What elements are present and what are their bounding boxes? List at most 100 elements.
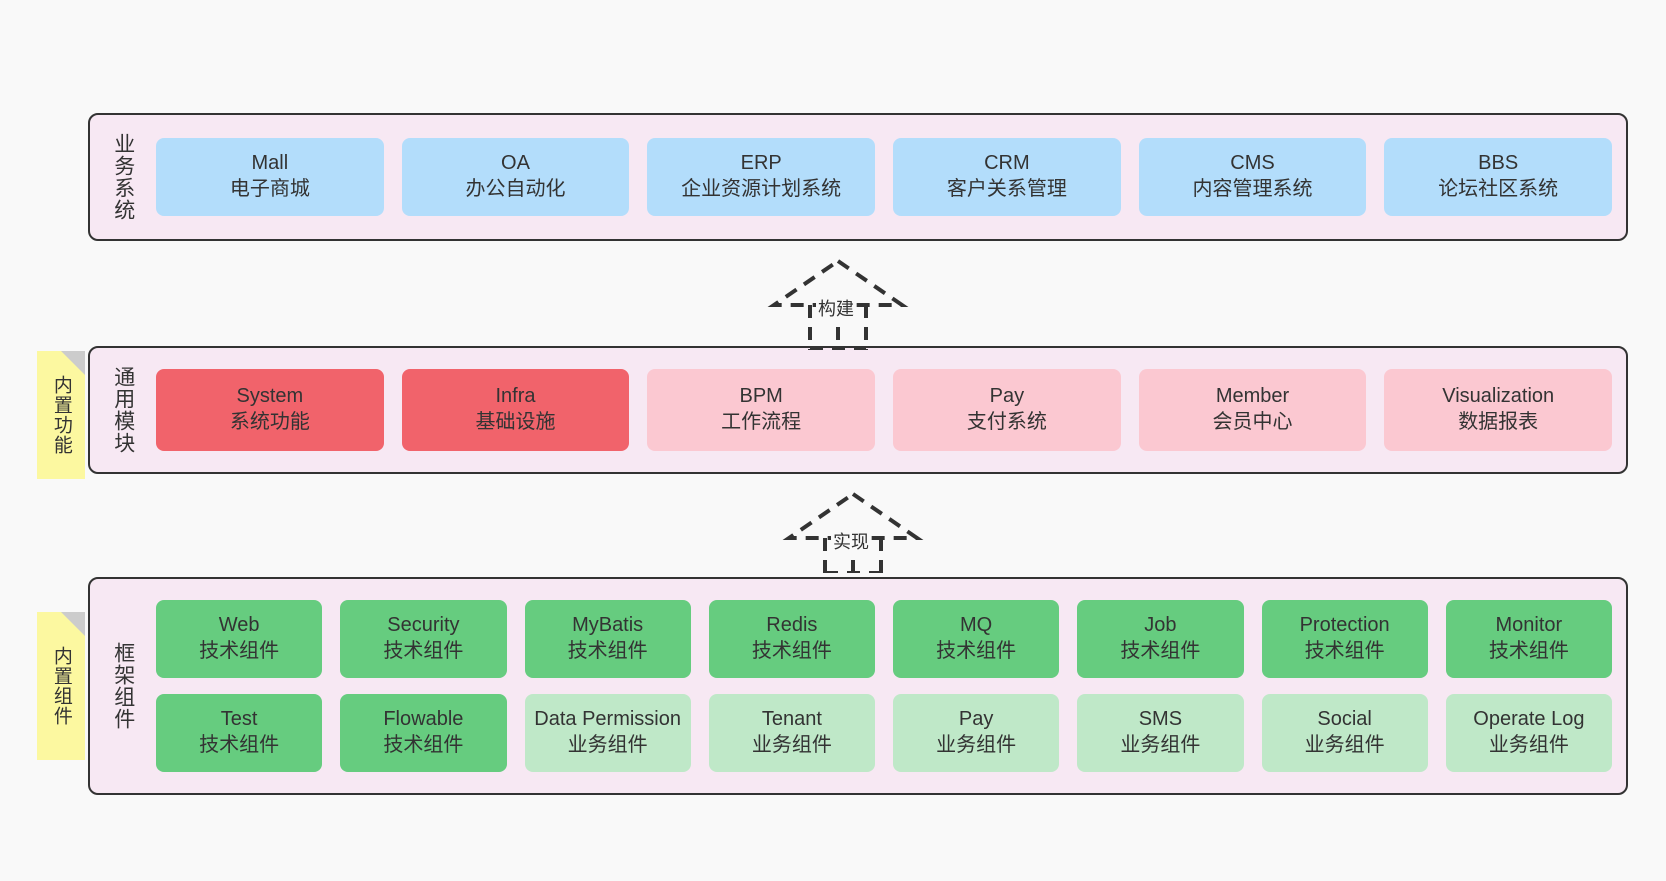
card-subtitle: 内容管理系统 (1192, 178, 1313, 200)
card-subtitle: 办公自动化 (465, 178, 566, 200)
card-title: SMS (1138, 708, 1183, 731)
card-test[interactable]: Test 技术组件 (156, 694, 323, 772)
card-cms[interactable]: CMS 内容管理系统 (1138, 138, 1367, 216)
card-title: Pay (989, 385, 1025, 408)
card-data-permission[interactable]: Data Permission 业务组件 (524, 694, 691, 772)
card-subtitle: 技术组件 (936, 640, 1017, 662)
card-protection[interactable]: Protection 技术组件 (1261, 600, 1428, 678)
card-redis[interactable]: Redis 技术组件 (708, 600, 875, 678)
card-web[interactable]: Web 技术组件 (156, 600, 323, 678)
card-subtitle: 技术组件 (1488, 640, 1569, 662)
layer-title-framework-component: 框架组件 (111, 642, 135, 730)
card-title: MQ (960, 614, 993, 637)
card-security[interactable]: Security 技术组件 (340, 600, 507, 678)
card-subtitle: 会员中心 (1212, 411, 1293, 433)
card-row: Web 技术组件 Security 技术组件 MyBatis 技术组件 Redi… (156, 600, 1612, 678)
card-title: Pay (958, 708, 994, 731)
layer-title-common-module: 通用模块 (111, 366, 135, 454)
card-title: Web (218, 614, 260, 637)
card-subtitle: 数据报表 (1458, 411, 1539, 433)
card-social[interactable]: Social 业务组件 (1261, 694, 1428, 772)
card-erp[interactable]: ERP 企业资源计划系统 (647, 138, 876, 216)
card-bpm[interactable]: BPM 工作流程 (647, 369, 876, 451)
card-title: Mall (251, 152, 289, 175)
layer-common-module: 通用模块 System 系统功能 Infra 基础设施 BPM 工作流程 Pay… (88, 346, 1628, 474)
card-subtitle: 支付系统 (966, 411, 1047, 433)
card-subtitle: 业务组件 (567, 734, 648, 756)
card-row: System 系统功能 Infra 基础设施 BPM 工作流程 Pay 支付系统… (156, 369, 1613, 451)
card-title: BPM (739, 385, 783, 408)
card-title: MyBatis (572, 614, 644, 637)
card-title: CRM (984, 152, 1030, 175)
folded-corner-icon (61, 612, 85, 636)
card-row: Test 技术组件 Flowable 技术组件 Data Permission … (156, 694, 1612, 772)
layer-body-business-system: Mall 电子商城 OA 办公自动化 ERP 企业资源计划系统 CRM 客户关系… (146, 115, 1626, 239)
card-title: Member (1215, 385, 1290, 408)
card-title: Visualization (1442, 385, 1555, 408)
card-title: BBS (1478, 152, 1519, 175)
card-crm[interactable]: CRM 客户关系管理 (893, 138, 1121, 216)
layer-body-common-module: System 系统功能 Infra 基础设施 BPM 工作流程 Pay 支付系统… (146, 348, 1626, 472)
card-title: Monitor (1495, 614, 1563, 637)
card-subtitle: 客户关系管理 (946, 178, 1067, 200)
card-bbs[interactable]: BBS 论坛社区系统 (1384, 138, 1613, 216)
card-visualization[interactable]: Visualization 数据报表 (1384, 369, 1613, 451)
card-member[interactable]: Member 会员中心 (1138, 369, 1367, 451)
card-flowable[interactable]: Flowable 技术组件 (340, 694, 507, 772)
card-subtitle: 技术组件 (199, 640, 280, 662)
card-title: CMS (1230, 152, 1275, 175)
card-subtitle: 业务组件 (751, 734, 832, 756)
card-subtitle: 技术组件 (1120, 640, 1201, 662)
layer-title-business-system: 业务系统 (111, 133, 135, 221)
card-subtitle: 系统功能 (229, 411, 310, 433)
card-subtitle: 工作流程 (721, 411, 802, 433)
layer-business-system: 业务系统 Mall 电子商城 OA 办公自动化 ERP 企业资源计划系统 CRM… (88, 113, 1628, 241)
card-mq[interactable]: MQ 技术组件 (893, 600, 1060, 678)
card-title: Redis (766, 614, 818, 637)
sticky-note-builtin-features: 内置功能 (37, 351, 85, 479)
card-subtitle: 业务组件 (1488, 734, 1569, 756)
card-title: Protection (1299, 614, 1390, 637)
card-title: Data Permission (534, 708, 681, 731)
card-subtitle: 电子商城 (229, 178, 310, 200)
card-operate-log[interactable]: Operate Log 业务组件 (1445, 694, 1612, 772)
card-monitor[interactable]: Monitor 技术组件 (1445, 600, 1612, 678)
sticky-note-label: 内置功能 (50, 375, 72, 455)
card-system[interactable]: System 系统功能 (156, 369, 384, 451)
card-pay[interactable]: Pay 支付系统 (893, 369, 1121, 451)
card-subtitle: 业务组件 (936, 734, 1017, 756)
card-pay-component[interactable]: Pay 业务组件 (893, 694, 1060, 772)
folded-corner-icon (61, 351, 85, 375)
card-title: Tenant (761, 708, 822, 731)
card-subtitle: 技术组件 (199, 734, 280, 756)
card-mybatis[interactable]: MyBatis 技术组件 (524, 600, 691, 678)
card-row: Mall 电子商城 OA 办公自动化 ERP 企业资源计划系统 CRM 客户关系… (156, 138, 1613, 216)
card-subtitle: 技术组件 (383, 734, 464, 756)
card-mall[interactable]: Mall 电子商城 (156, 138, 384, 216)
connector-implement-label: 实现 (831, 528, 871, 554)
card-title: Social (1317, 708, 1372, 731)
connector-shaft (808, 305, 868, 352)
card-oa[interactable]: OA 办公自动化 (401, 138, 630, 216)
sticky-note-builtin-components: 内置组件 (37, 612, 85, 760)
card-tenant[interactable]: Tenant 业务组件 (708, 694, 875, 772)
card-subtitle: 业务组件 (1304, 734, 1385, 756)
card-sms[interactable]: SMS 业务组件 (1077, 694, 1244, 772)
sticky-note-label: 内置组件 (50, 646, 72, 726)
card-subtitle: 技术组件 (1304, 640, 1385, 662)
card-infra[interactable]: Infra 基础设施 (401, 369, 630, 451)
card-title: ERP (740, 152, 782, 175)
layer-framework-component: 框架组件 Web 技术组件 Security 技术组件 MyBatis 技术组件… (88, 577, 1628, 795)
card-title: Test (220, 708, 258, 731)
card-title: Infra (495, 385, 536, 408)
card-subtitle: 企业资源计划系统 (681, 178, 842, 200)
connector-implement: 实现 (765, 488, 945, 575)
card-title: Operate Log (1473, 708, 1585, 731)
card-job[interactable]: Job 技术组件 (1077, 600, 1244, 678)
card-subtitle: 技术组件 (751, 640, 832, 662)
card-subtitle: 技术组件 (383, 640, 464, 662)
card-subtitle: 技术组件 (567, 640, 648, 662)
card-title: System (236, 385, 304, 408)
connector-build-label: 构建 (816, 295, 856, 321)
